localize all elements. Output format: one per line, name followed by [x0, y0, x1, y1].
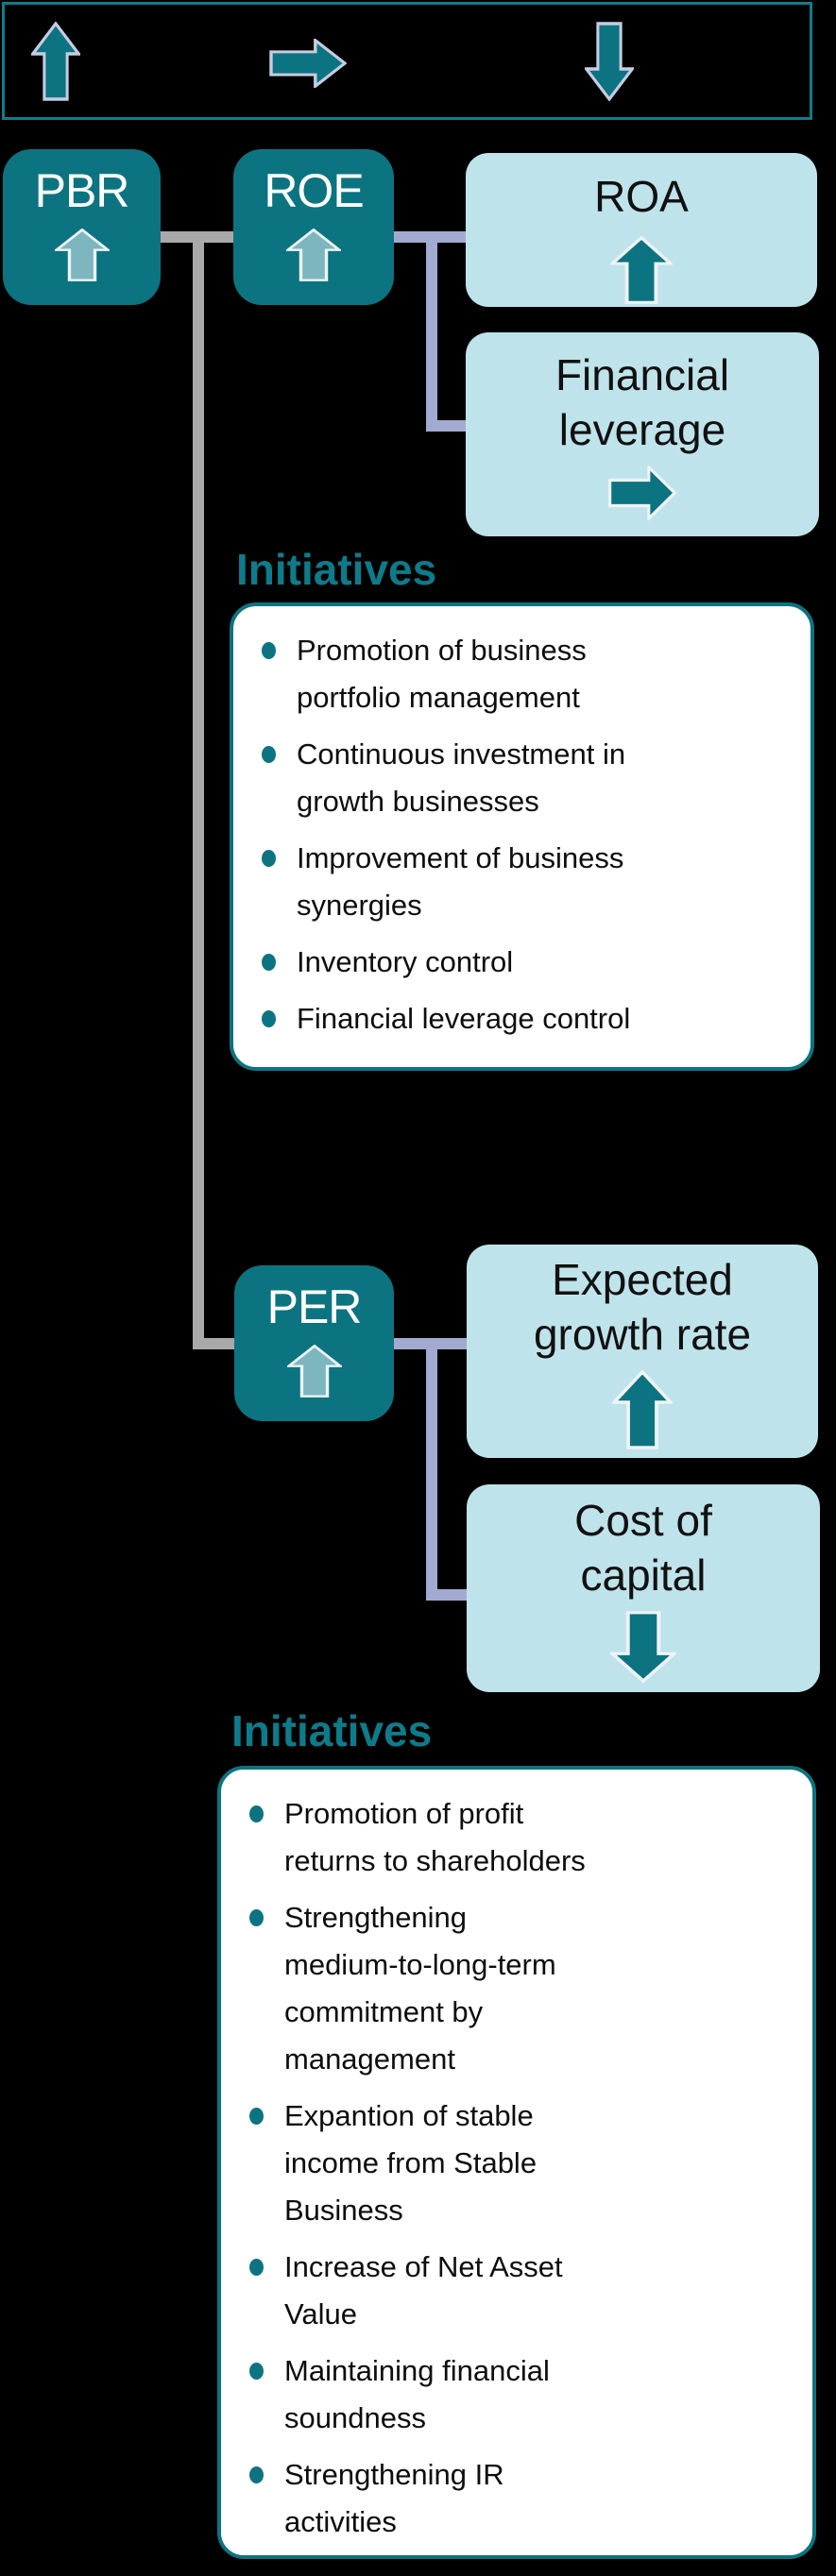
up-arrow-icon	[31, 22, 80, 101]
up-arrow-icon	[286, 1344, 342, 1398]
initiatives-heading-per: Initiatives	[231, 1706, 433, 1755]
list-item-text: Promotion of profit returns to sharehold…	[284, 1797, 586, 1877]
up-arrow-icon	[286, 228, 341, 281]
list-item-text: Inventory control	[297, 945, 514, 978]
node-financial-leverage: Financial leverage	[466, 332, 819, 536]
list-item: Promotion of business portfolio manageme…	[262, 627, 788, 721]
legend-box	[2, 2, 812, 120]
bullet-icon	[249, 2108, 264, 2125]
connector-roe-vertical	[426, 231, 437, 432]
roa-label: ROA	[594, 172, 689, 221]
connector-roe-financial-leverage	[426, 420, 466, 432]
connector-pbr-vertical	[193, 231, 204, 1349]
list-item: Continuous investment in growth business…	[262, 731, 788, 825]
list-item-text: Increase of Net Asset Value	[284, 2250, 563, 2330]
right-arrow-icon	[269, 39, 347, 88]
bullet-icon	[249, 1805, 264, 1822]
list-item-text: Maintaining financial soundness	[284, 2354, 550, 2434]
expected-growth-rate-label: Expected growth rate	[533, 1255, 752, 1359]
down-arrow-icon	[610, 1611, 676, 1683]
node-expected-growth-rate: Expected growth rate	[467, 1245, 818, 1458]
list-item: Improvement of business synergies	[262, 835, 788, 929]
bullet-icon	[262, 1010, 276, 1027]
bullet-icon	[262, 746, 276, 763]
node-cost-of-capital: Cost of capital	[467, 1484, 820, 1692]
connector-pbr-per	[193, 1338, 234, 1349]
initiatives-box-roe: Promotion of business portfolio manageme…	[230, 602, 814, 1071]
list-item-text: Financial leverage control	[297, 1002, 631, 1035]
initiatives-heading-roe: Initiatives	[236, 545, 437, 594]
roe-label: ROE	[264, 164, 364, 217]
list-item: Financial leverage control	[262, 995, 788, 1042]
list-item-text: Strengthening medium-to-long-term commit…	[284, 1901, 556, 2076]
up-arrow-icon	[612, 1370, 673, 1449]
list-item-text: Continuous investment in growth business…	[297, 737, 626, 818]
per-label: PER	[266, 1280, 363, 1333]
bullet-icon	[262, 954, 276, 971]
list-item-text: Strengthening IR activities	[284, 2458, 504, 2538]
initiatives-box-per: Promotion of profit returns to sharehold…	[217, 1766, 816, 2559]
list-item-text: Improvement of business synergies	[297, 841, 624, 922]
list-item: Strengthening medium-to-long-term commit…	[249, 1894, 790, 2083]
list-item: Expantion of stable income from Stable B…	[249, 2093, 790, 2234]
bullet-icon	[249, 2259, 264, 2276]
bullet-icon	[262, 850, 276, 867]
list-item-text: Promotion of business portfolio manageme…	[297, 634, 587, 714]
list-item: Increase of Net Asset Value	[249, 2244, 790, 2338]
cost-of-capital-label: Cost of capital	[574, 1496, 712, 1600]
list-item: Strengthening IR activities	[249, 2451, 790, 2546]
up-arrow-icon	[610, 235, 673, 304]
node-roa: ROA	[466, 153, 817, 307]
right-arrow-icon	[608, 466, 676, 520]
up-arrow-icon	[54, 228, 110, 281]
list-item: Promotion of profit returns to sharehold…	[249, 1790, 790, 1885]
connector-per-cost-of-capital	[426, 1589, 467, 1601]
list-item: Inventory control	[262, 939, 788, 986]
bullet-icon	[262, 642, 276, 659]
down-arrow-icon	[585, 22, 634, 101]
bullet-icon	[249, 2363, 264, 2380]
node-per: PER	[234, 1265, 394, 1421]
bullet-icon	[249, 2466, 264, 2483]
node-pbr: PBR	[3, 149, 161, 305]
list-item: Maintaining financial soundness	[249, 2347, 790, 2442]
connector-per-vertical	[426, 1338, 437, 1601]
financial-leverage-label: Financial leverage	[554, 350, 730, 454]
node-roe: ROE	[233, 149, 394, 305]
pbr-label: PBR	[34, 164, 130, 217]
bullet-icon	[249, 1909, 264, 1926]
list-item-text: Expantion of stable income from Stable B…	[284, 2099, 537, 2227]
